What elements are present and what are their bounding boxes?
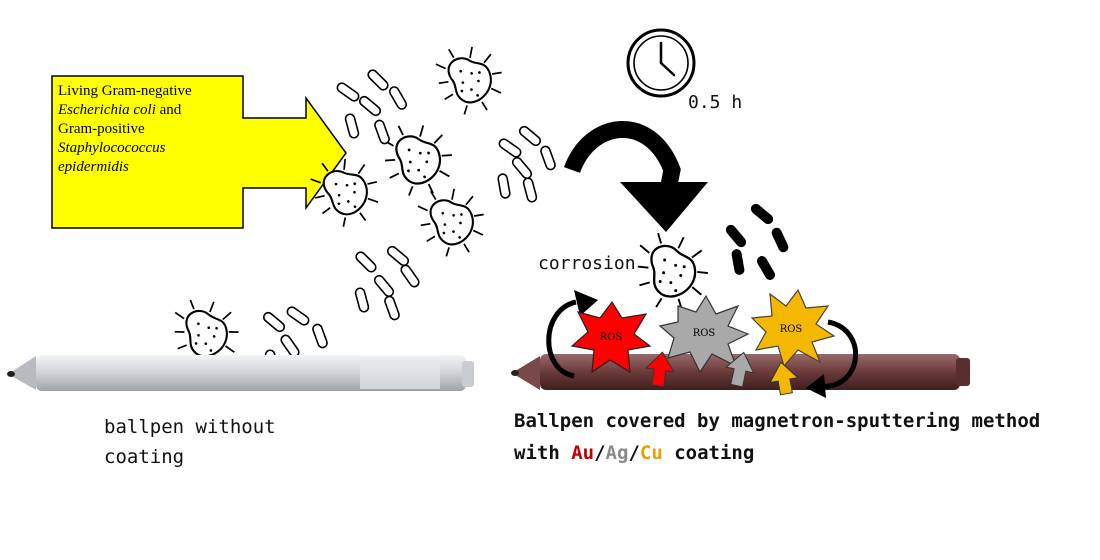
cycle-arrow-right-icon: [806, 319, 859, 398]
label-line: Living Gram-negative: [58, 83, 192, 99]
caption-tail: coating: [662, 442, 755, 464]
au-release-arrow-icon: [645, 351, 675, 388]
uncoated-pen-caption: ballpen without coating: [104, 416, 276, 468]
metal-ag: Ag: [605, 442, 629, 464]
bacterium-icon: [376, 113, 462, 205]
caption-line-2: with Au/Ag/Cu coating: [514, 437, 1099, 469]
time-label: 0.5 h: [688, 92, 743, 113]
dead-bacterium-icon: [748, 201, 776, 227]
process-arrow-icon: [564, 121, 708, 232]
ros-au-burst: ROS: [570, 300, 652, 374]
dead-bacterium-icon: [769, 226, 791, 254]
ros-label: ROS: [600, 332, 623, 343]
cycle-arrow-left-icon: [546, 290, 598, 379]
label-connector: and: [155, 102, 182, 118]
caption-with: with: [514, 442, 572, 464]
species-staph-epithet: epidermidis: [58, 159, 129, 175]
coated-pen-caption: Ballpen covered by magnetron-sputtering …: [514, 405, 1099, 469]
metal-au: Au: [571, 442, 595, 464]
caption-line-1: Ballpen covered by magnetron-sputtering …: [514, 410, 1041, 432]
dead-bacterium-icon: [755, 254, 777, 282]
uncoated-pen: [7, 355, 474, 391]
label-line: Escherichia coli and: [58, 101, 238, 120]
caption-sep: /: [594, 442, 606, 464]
species-staph-genus: Staphylocococcus: [58, 140, 166, 156]
dead-bacterium-icon: [730, 248, 746, 276]
bacterium-icon: [410, 175, 496, 266]
ag-release-arrow-icon: [725, 351, 755, 388]
cu-release-arrow-icon: [769, 361, 799, 396]
bacterium-icon: [428, 33, 514, 124]
clock-icon: [626, 28, 696, 98]
ros-cu-burst: ROS: [750, 288, 836, 368]
label-line: Gram-positive: [58, 121, 145, 137]
metal-cu: Cu: [639, 442, 663, 464]
caption-sep: /: [628, 442, 640, 464]
ros-label: ROS: [693, 328, 716, 339]
ros-label: ROS: [780, 324, 803, 335]
dead-bacterium-icon: [723, 222, 749, 250]
bacterium-on-pen-icon: [633, 227, 713, 314]
species-ecoli: Escherichia coli: [58, 102, 156, 118]
corrosion-label: corrosion: [538, 253, 636, 274]
input-arrow-label: Living Gram-negative Escherichia coli an…: [58, 82, 238, 177]
